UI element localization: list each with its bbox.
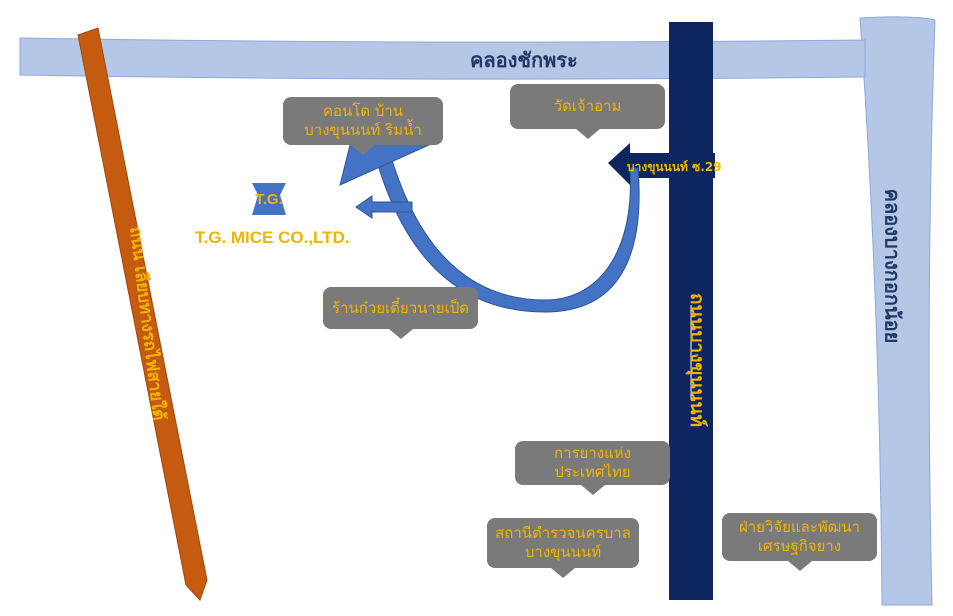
soi-label: บางขุนนนท์ ซ.29 <box>627 160 722 174</box>
landmark-police-station: สถานีตำรวจนครบาล บางขุนนนท์ <box>487 518 639 568</box>
company-logo: T.G. <box>248 183 290 215</box>
landmark-temple: วัดเจ้าอาม <box>510 84 665 129</box>
canal-bangkok-noi <box>859 16 936 606</box>
canal-top-label: คลองชักพระ <box>470 48 578 72</box>
main-road-label: ถนนบางขุนนนท์ <box>685 293 708 427</box>
company-name: T.G. MICE CO.,LTD. <box>195 228 350 247</box>
left-road <box>77 27 208 601</box>
canal-right-label: คลองบางกอกน้อย <box>880 188 905 344</box>
canal-chak-phra <box>19 37 866 80</box>
company-arrow <box>355 195 413 219</box>
landmark-rubber-research: ฝ่ายวิจัยและพัฒนา เศรษฐกิจยาง <box>722 513 877 561</box>
landmark-condo: คอนโด บ้านบางขุนนนท์ ริมน้ำ <box>283 97 443 145</box>
company-logo-text: T.G. <box>255 190 283 208</box>
company-logo-shape <box>252 183 286 215</box>
landmark-noodle-shop: ร้านก๋วยเตี๋ยวนายเป็ด <box>323 287 478 329</box>
landmark-rubber-authority: การยางแห่งประเทศไทย <box>515 441 670 485</box>
